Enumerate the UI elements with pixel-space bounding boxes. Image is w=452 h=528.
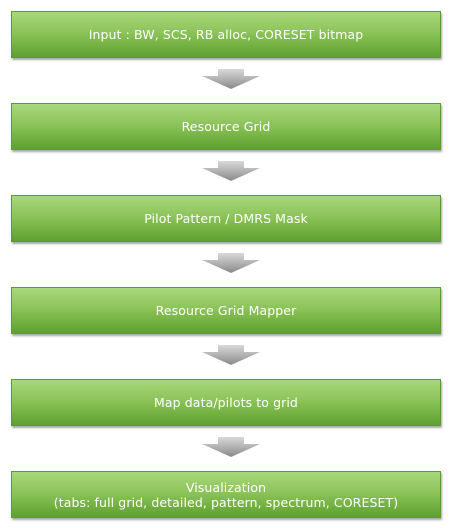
step-resource-grid-mapper-label: Resource Grid Mapper — [155, 303, 297, 318]
step-map-data: Map data/pilots to grid — [11, 379, 441, 426]
down-arrow-icon — [202, 437, 260, 457]
step-resource-grid-mapper: Resource Grid Mapper — [11, 287, 441, 334]
step-input: Input : BW, SCS, RB alloc, CORESET bitma… — [11, 11, 441, 58]
down-arrow-icon — [202, 253, 260, 273]
step-visualization-sublabel: (tabs: full grid, detailed, pattern, spe… — [53, 494, 399, 510]
step-resource-grid: Resource Grid — [11, 103, 441, 150]
step-pilot-pattern-label: Pilot Pattern / DMRS Mask — [144, 211, 308, 226]
step-pilot-pattern: Pilot Pattern / DMRS Mask — [11, 195, 441, 242]
step-input-label: Input : BW, SCS, RB alloc, CORESET bitma… — [88, 27, 364, 42]
down-arrow-icon — [202, 161, 260, 181]
step-visualization-label: Visualization — [185, 479, 267, 495]
down-arrow-icon — [202, 345, 260, 365]
step-map-data-label: Map data/pilots to grid — [154, 395, 298, 410]
step-resource-grid-label: Resource Grid — [181, 119, 271, 134]
down-arrow-icon — [202, 69, 260, 89]
step-visualization: Visualization (tabs: full grid, detailed… — [11, 471, 441, 518]
